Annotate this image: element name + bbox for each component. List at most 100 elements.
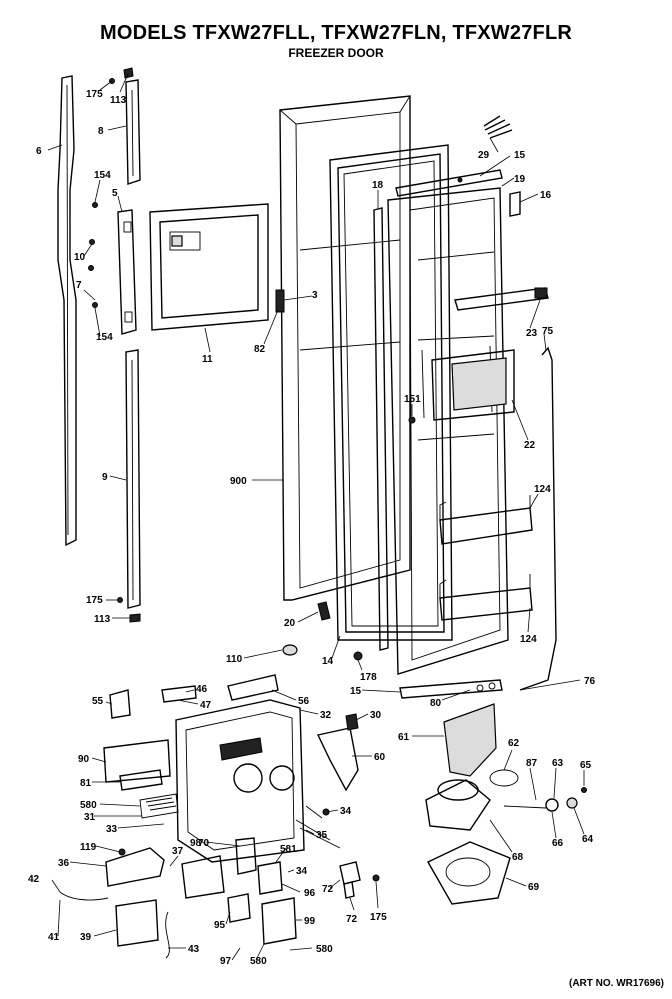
callout-7: 7 bbox=[76, 280, 82, 291]
callout-62: 62 bbox=[508, 738, 520, 749]
handle-bracket bbox=[509, 191, 521, 217]
inner-door-liner bbox=[387, 187, 509, 675]
callout-42: 42 bbox=[28, 874, 40, 885]
callout-37: 37 bbox=[172, 846, 184, 857]
callout-580-left: 580 bbox=[80, 800, 97, 811]
callout-6: 6 bbox=[36, 146, 42, 157]
callout-20: 20 bbox=[284, 618, 296, 629]
callout-18: 18 bbox=[372, 180, 384, 191]
door-gasket bbox=[329, 144, 453, 641]
callout-82: 82 bbox=[254, 344, 266, 355]
callout-30: 30 bbox=[370, 710, 382, 721]
callout-97: 97 bbox=[220, 956, 232, 967]
callout-34-upper: 34 bbox=[340, 806, 352, 817]
callout-81: 81 bbox=[80, 778, 92, 789]
callout-61: 61 bbox=[398, 732, 410, 743]
callout-36: 36 bbox=[58, 858, 70, 869]
bottom-cap bbox=[399, 679, 503, 699]
callout-41: 41 bbox=[48, 932, 60, 943]
callout-11: 11 bbox=[202, 354, 213, 365]
callout-95: 95 bbox=[214, 920, 226, 931]
diagram-subtitle: FREEZER DOOR bbox=[288, 46, 384, 60]
callout-69: 69 bbox=[528, 882, 540, 893]
callout-151: 151 bbox=[404, 394, 421, 405]
callout-175-bottom: 175 bbox=[86, 595, 103, 606]
callout-14: 14 bbox=[322, 656, 334, 667]
water-tube bbox=[519, 346, 557, 691]
callout-72-right: 72 bbox=[346, 914, 358, 925]
callout-10: 10 bbox=[74, 252, 86, 263]
callout-64: 64 bbox=[582, 834, 594, 845]
callout-23: 23 bbox=[526, 328, 538, 339]
callout-124-lower: 124 bbox=[520, 634, 537, 645]
small-hardware-middle bbox=[282, 416, 416, 661]
callout-113-bottom: 113 bbox=[94, 614, 111, 625]
callout-39: 39 bbox=[80, 932, 92, 943]
door-trim-strip-lower bbox=[125, 349, 141, 609]
callout-124-upper: 124 bbox=[534, 484, 551, 495]
callout-65: 65 bbox=[580, 760, 592, 771]
callout-80-bottom-cap: 80 bbox=[430, 698, 442, 709]
callout-580-right: 580 bbox=[316, 944, 333, 955]
callout-175-top: 175 bbox=[86, 89, 103, 100]
door-shelf-lower bbox=[439, 574, 533, 621]
callout-75: 75 bbox=[542, 326, 554, 337]
ice-crusher-parts bbox=[425, 769, 587, 831]
callout-99: 99 bbox=[304, 916, 316, 927]
door-trim-strip-left bbox=[57, 75, 77, 547]
callout-900: 900 bbox=[230, 476, 247, 487]
shelf-trim bbox=[454, 287, 549, 311]
callout-63: 63 bbox=[552, 758, 564, 769]
callout-76: 76 bbox=[584, 676, 596, 687]
callout-154-bottom: 154 bbox=[96, 332, 113, 343]
panel-clip bbox=[275, 289, 285, 313]
callout-178: 178 bbox=[360, 672, 377, 683]
callout-19: 19 bbox=[514, 174, 526, 185]
callout-32: 32 bbox=[320, 710, 332, 721]
hinge-bracket bbox=[117, 209, 137, 335]
callout-15-bottom: 15 bbox=[350, 686, 362, 697]
callout-96: 96 bbox=[304, 888, 316, 899]
sweep-brush bbox=[483, 115, 513, 139]
callout-66: 66 bbox=[552, 838, 564, 849]
callout-47: 47 bbox=[200, 700, 212, 711]
dispenser-cover bbox=[431, 349, 515, 421]
callout-43: 43 bbox=[188, 944, 200, 955]
callout-31: 31 bbox=[84, 812, 96, 823]
callout-15-top: 15 bbox=[514, 150, 526, 161]
callout-35: 35 bbox=[316, 830, 328, 841]
ice-chute bbox=[443, 703, 497, 777]
callout-9: 9 bbox=[102, 472, 108, 483]
callout-581: 581 bbox=[280, 844, 297, 855]
callout-68: 68 bbox=[512, 852, 524, 863]
callout-90: 90 bbox=[78, 754, 90, 765]
callout-98: 98 bbox=[190, 838, 202, 849]
callout-580-bottom: 580 bbox=[250, 956, 267, 967]
dispenser-recess-panel bbox=[149, 203, 269, 331]
callout-34-lower: 34 bbox=[296, 866, 308, 877]
breaker-strip bbox=[373, 207, 389, 651]
dispenser-actuator-parts bbox=[103, 674, 359, 819]
callout-33: 33 bbox=[106, 824, 118, 835]
dispenser-lower-parts bbox=[59, 805, 380, 959]
art-number: (ART NO. WR17696) bbox=[568, 978, 664, 989]
top-cap bbox=[395, 169, 503, 197]
door-shelf-upper bbox=[439, 495, 533, 545]
dispenser-housing bbox=[175, 699, 305, 863]
callout-5: 5 bbox=[112, 188, 118, 199]
callout-87: 87 bbox=[526, 758, 538, 769]
diagram-title: MODELS TFXW27FLL, TFXW27FLN, TFXW27FLR bbox=[99, 22, 573, 44]
callout-3: 3 bbox=[312, 290, 318, 301]
callout-154-top: 154 bbox=[94, 170, 111, 181]
callout-175-lower: 175 bbox=[370, 912, 387, 923]
callout-72-left: 72 bbox=[322, 884, 334, 895]
callout-113-top: 113 bbox=[110, 95, 127, 106]
callout-60: 60 bbox=[374, 752, 386, 763]
callout-46: 46 bbox=[196, 684, 208, 695]
leader-lines bbox=[47, 73, 585, 961]
callout-29: 29 bbox=[478, 150, 490, 161]
callout-labels: 175 113 6 8 154 5 10 7 154 9 175 113 11 … bbox=[28, 89, 596, 967]
callout-8: 8 bbox=[98, 126, 104, 137]
ice-bucket-base bbox=[427, 841, 511, 905]
